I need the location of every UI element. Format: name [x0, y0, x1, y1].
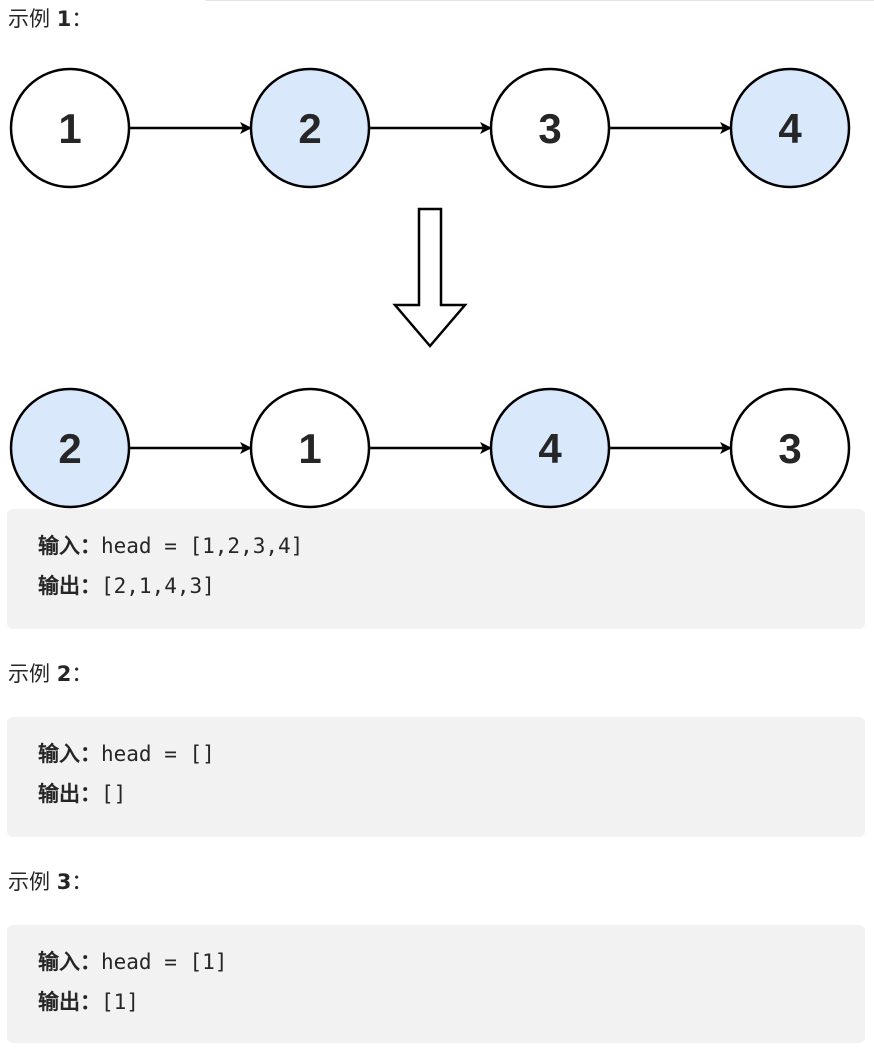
output-label: 输出：	[38, 782, 101, 806]
example-1-heading: 示例 1：	[8, 4, 92, 34]
example-1-heading-suffix: ：	[71, 7, 93, 31]
before-node: 3	[489, 67, 611, 189]
before-node: 4	[729, 67, 851, 189]
example-3-heading: 示例 3：	[8, 867, 92, 897]
after-node: 2	[9, 387, 131, 509]
example-1-heading-number: 1	[56, 7, 72, 31]
output-label: 输出：	[38, 990, 101, 1014]
output-value: [1]	[101, 990, 139, 1014]
example-2-code-block: 输入：head = [] 输出：[]	[7, 717, 865, 837]
before-node-circle	[729, 67, 851, 189]
example-3-heading-prefix: 示例	[8, 870, 57, 894]
after-node-circle	[249, 387, 371, 509]
example-3-code-block: 输入：head = [1] 输出：[1]	[7, 925, 865, 1043]
example-2-heading-prefix: 示例	[8, 662, 57, 686]
before-node: 1	[9, 67, 131, 189]
example-3-heading-suffix: ：	[71, 870, 93, 894]
input-value: head = [1,2,3,4]	[101, 534, 304, 558]
after-node: 1	[249, 387, 371, 509]
after-node-label: 1	[298, 425, 321, 472]
example-2-heading-number: 2	[56, 662, 72, 686]
input-value: head = [1]	[101, 950, 228, 974]
after-node-label: 3	[778, 425, 801, 472]
after-node: 3	[729, 387, 851, 509]
after-node-circle	[9, 387, 131, 509]
example-1-input-line: 输入：head = [1,2,3,4]	[38, 531, 303, 561]
after-node-label: 4	[538, 425, 562, 472]
after-node-circle	[729, 387, 851, 509]
linked-list-swap-diagram: 1 2 3 4 2 1 4	[9, 67, 851, 509]
example-1-output-line: 输出：[2,1,4,3]	[38, 571, 215, 601]
output-value: []	[101, 782, 127, 806]
before-node-circle	[489, 67, 611, 189]
output-value: [2,1,4,3]	[101, 574, 215, 598]
top-divider	[205, 0, 874, 1]
input-label: 输入：	[38, 742, 101, 766]
example-2-heading: 示例 2：	[8, 659, 92, 689]
input-label: 输入：	[38, 950, 101, 974]
example-2-heading-suffix: ：	[71, 662, 93, 686]
before-node-circle	[249, 67, 371, 189]
before-node: 2	[249, 67, 371, 189]
output-label: 输出：	[38, 574, 101, 598]
after-node-label: 2	[58, 425, 81, 472]
input-label: 输入：	[38, 534, 101, 558]
example-3-output-line: 输出：[1]	[38, 987, 139, 1017]
example-1-code-block: 输入：head = [1,2,3,4] 输出：[2,1,4,3]	[7, 509, 865, 629]
down-arrow-icon	[392, 207, 468, 348]
example-3-heading-number: 3	[56, 870, 72, 894]
before-node-label: 1	[58, 105, 81, 152]
before-node-label: 2	[298, 105, 321, 152]
before-list: 1 2 3 4	[9, 67, 851, 189]
after-list: 2 1 4 3	[9, 387, 851, 509]
example-2-input-line: 输入：head = []	[38, 739, 215, 769]
example-3-input-line: 输入：head = [1]	[38, 947, 227, 977]
example-2-output-line: 输出：[]	[38, 779, 126, 809]
before-node-label: 4	[778, 105, 802, 152]
after-node: 4	[489, 387, 611, 509]
after-node-circle	[489, 387, 611, 509]
input-value: head = []	[101, 742, 215, 766]
before-node-label: 3	[538, 105, 561, 152]
before-node-circle	[9, 67, 131, 189]
example-1-heading-prefix: 示例	[8, 7, 57, 31]
